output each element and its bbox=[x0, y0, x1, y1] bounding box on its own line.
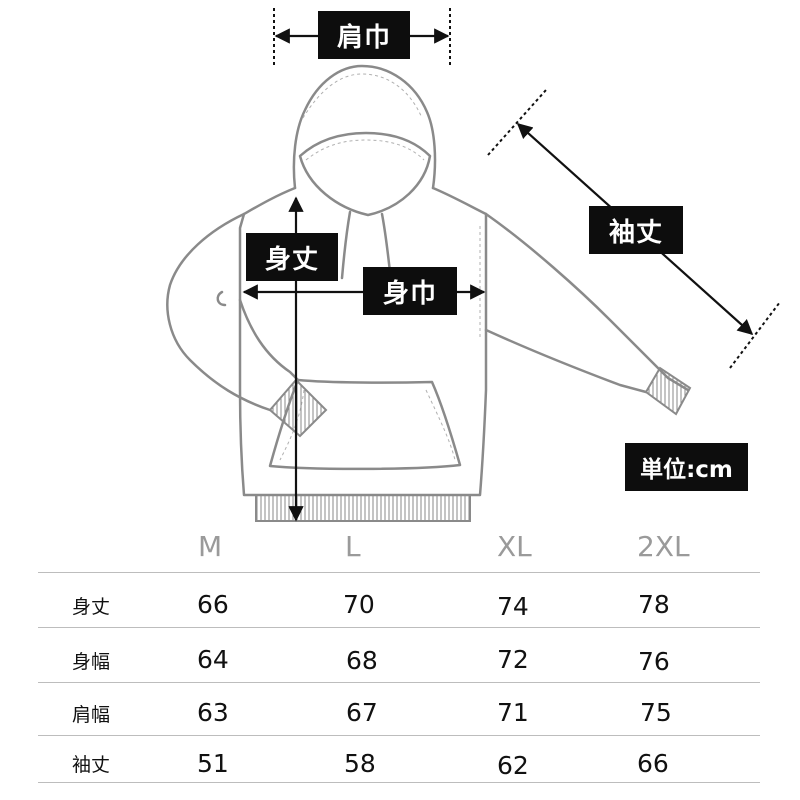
cell: 62 bbox=[497, 751, 529, 780]
row-label: 肩幅 bbox=[72, 704, 111, 726]
cell: 66 bbox=[197, 590, 229, 619]
cell: 64 bbox=[197, 645, 229, 674]
cell: 75 bbox=[640, 698, 672, 727]
shoulder-width-label: 肩巾 bbox=[318, 11, 410, 59]
cell: 71 bbox=[497, 698, 529, 727]
table-divider bbox=[38, 572, 760, 573]
cell: 63 bbox=[197, 698, 229, 727]
cell: 67 bbox=[346, 698, 378, 727]
cell: 58 bbox=[344, 749, 376, 778]
unit-label: 単位:cm bbox=[625, 443, 748, 491]
body-length-label: 身丈 bbox=[246, 233, 338, 281]
table-divider bbox=[38, 682, 760, 683]
row-label: 身丈 bbox=[72, 596, 111, 618]
cell: 76 bbox=[638, 647, 670, 676]
row-label: 身幅 bbox=[72, 651, 111, 673]
cell: 68 bbox=[346, 646, 378, 675]
size-header-2xl: 2XL bbox=[637, 530, 690, 563]
cell: 72 bbox=[497, 645, 529, 674]
size-header-m: M bbox=[198, 530, 223, 563]
sleeve-length-label: 袖丈 bbox=[589, 206, 683, 254]
cell: 51 bbox=[197, 749, 229, 778]
cell: 78 bbox=[638, 590, 670, 619]
size-header-l: L bbox=[345, 530, 361, 563]
row-label: 袖丈 bbox=[72, 754, 111, 776]
cell: 70 bbox=[343, 590, 375, 619]
guide-lines bbox=[273, 8, 781, 369]
cell: 66 bbox=[637, 749, 669, 778]
table-divider bbox=[38, 782, 760, 783]
cell: 74 bbox=[497, 592, 529, 621]
body-width-label: 身巾 bbox=[363, 267, 457, 315]
table-divider bbox=[38, 735, 760, 736]
table-divider bbox=[38, 627, 760, 628]
size-header-xl: XL bbox=[497, 530, 532, 563]
